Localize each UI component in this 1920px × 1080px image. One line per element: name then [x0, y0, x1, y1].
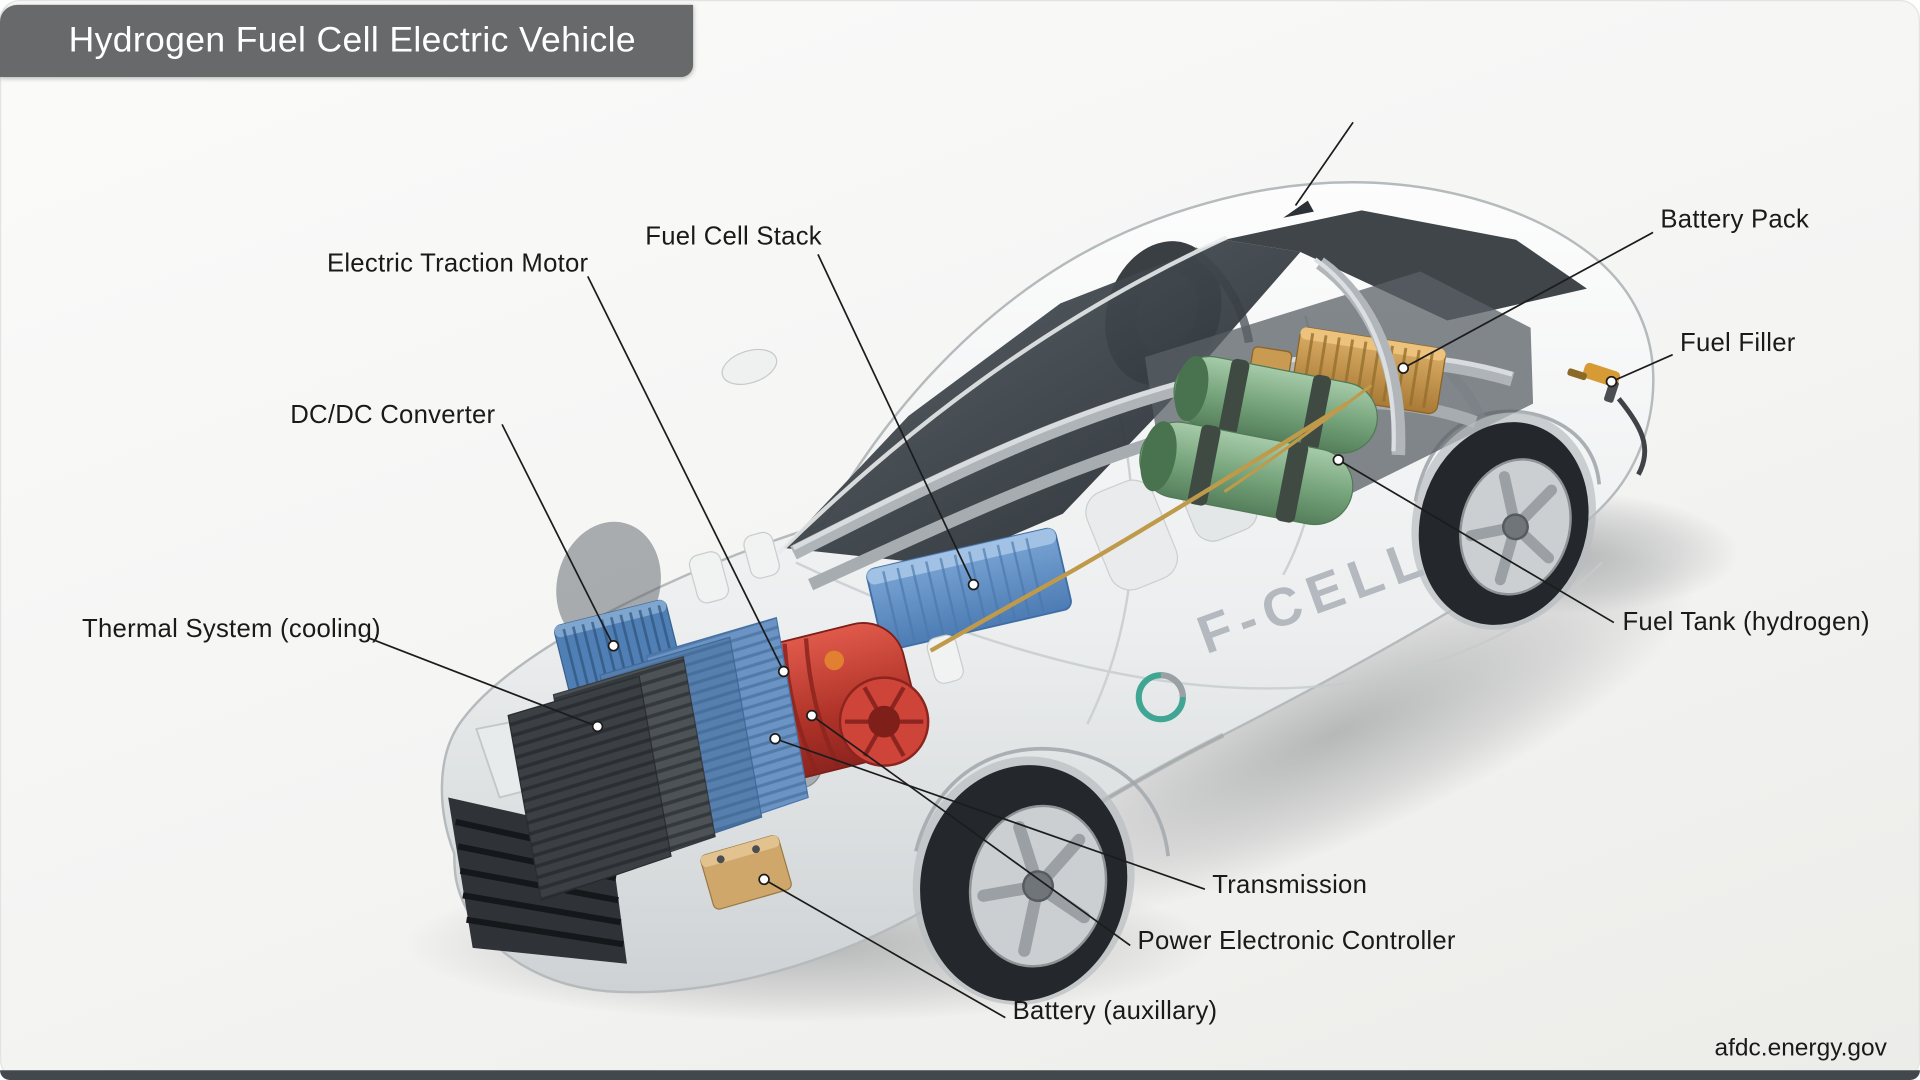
- page-title: Hydrogen Fuel Cell Electric Vehicle: [68, 20, 637, 60]
- brand-logo-ring: [1135, 672, 1186, 723]
- windshield-glass: [783, 239, 1301, 566]
- leader-dc-dc-converter: [501, 424, 615, 647]
- source-credit: afdc.energy.gov: [1714, 1034, 1887, 1062]
- label-battery-pack: Battery Pack: [1660, 205, 1810, 234]
- leader-fuel-filler: [1611, 353, 1673, 383]
- leader-markers: [591, 362, 1618, 886]
- label-thermal-system-cooling: Thermal System (cooling): [82, 615, 381, 644]
- leader-battery-auxillary: [763, 878, 1006, 1019]
- leader-lines: [369, 121, 1673, 1019]
- leader-thermal-system: [369, 637, 598, 728]
- label-battery-auxillary: Battery (auxillary): [1012, 996, 1218, 1025]
- label-fuel-filler: Fuel Filler: [1680, 329, 1796, 358]
- thermal-system-unit: [507, 616, 809, 902]
- roof-glass: [1224, 210, 1587, 321]
- leader-antenna: [1294, 121, 1354, 206]
- leader-electric-traction-motor: [586, 276, 785, 672]
- antenna-fin: [1283, 200, 1314, 218]
- power-cables: [929, 384, 1373, 653]
- title-banner: Hydrogen Fuel Cell Electric Vehicle: [0, 4, 694, 78]
- a-pillar-highlight: [777, 235, 1228, 555]
- label-fuel-cell-stack: Fuel Cell Stack: [645, 222, 822, 251]
- label-transmission: Transmission: [1212, 870, 1368, 899]
- leader-battery-pack: [1402, 231, 1654, 369]
- label-electric-traction-motor: Electric Traction Motor: [326, 249, 589, 278]
- side-mirror: [721, 348, 778, 385]
- leader-fuel-cell-stack: [817, 254, 975, 586]
- leader-transmission: [774, 737, 1206, 891]
- rear-wheel: [1418, 422, 1589, 625]
- rear-pipe: [1313, 257, 1406, 456]
- leader-fuel-tank: [1337, 459, 1615, 624]
- label-fuel-tank-hydrogen: Fuel Tank (hydrogen): [1622, 607, 1870, 637]
- leader-power-electronic-controller: [811, 714, 1131, 947]
- bottom-bar: [0, 1070, 1920, 1080]
- auxiliary-battery-unit: [700, 835, 792, 910]
- fuel-cell-stack-unit: [866, 527, 1072, 651]
- label-power-electronic-controller: Power Electronic Controller: [1137, 927, 1456, 956]
- label-dc-dc-converter: DC/DC Converter: [290, 401, 496, 430]
- front-wheel: [920, 765, 1128, 1002]
